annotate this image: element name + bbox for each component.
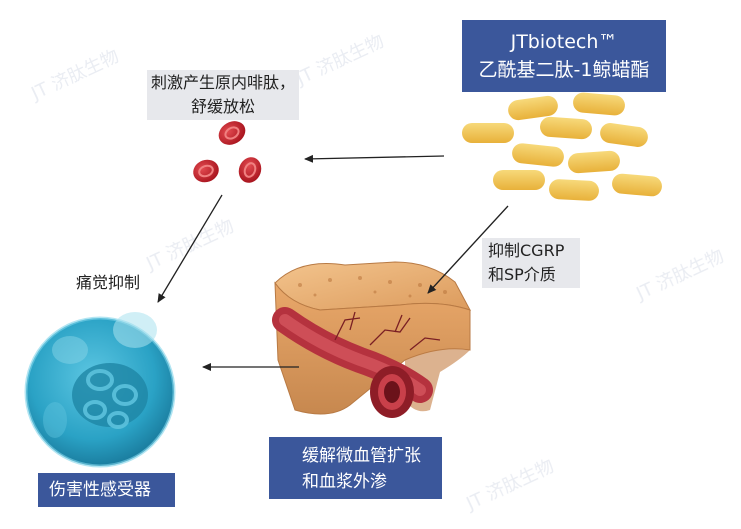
stimulate-line-1: 刺激产生原内啡肽， xyxy=(150,73,295,92)
product-title-box: JTbiotech™ 乙酰基二肽-1鲸蜡酯 xyxy=(462,20,666,92)
capsules-icon xyxy=(462,92,662,201)
relieve-line-2: 和血浆外渗 xyxy=(302,472,387,492)
watermark-4: JT 济肽生物 xyxy=(632,246,727,305)
watermark-5: JT 济肽生物 xyxy=(462,456,557,515)
inhibit-line-2: 和SP介质 xyxy=(488,265,556,284)
inhibit-label: 抑制CGRP 和SP介质 xyxy=(482,238,580,288)
arrow-product-to-blobs xyxy=(304,154,445,163)
red-blood-cells-icon xyxy=(193,121,262,183)
skin-tissue-icon xyxy=(272,261,472,418)
product-ingredient: 乙酰基二肽-1鲸蜡酯 xyxy=(478,59,650,81)
nociceptor-cell-icon xyxy=(24,312,176,468)
inhibit-line-1: 抑制CGRP xyxy=(488,241,565,260)
pain-suppress-label: 痛觉抑制 xyxy=(76,273,141,292)
arrow-product-to-tissue xyxy=(427,205,509,294)
watermark-2: JT 济肽生物 xyxy=(292,31,387,90)
stimulate-label: 刺激产生原内啡肽， 舒缓放松 xyxy=(147,70,299,120)
relieve-label: 缓解微血管扩张 和血浆外渗 xyxy=(269,437,442,499)
watermark-1: JT 济肽生物 xyxy=(27,46,122,105)
arrow-blobs-to-cell xyxy=(157,194,223,303)
product-brand: JTbiotech™ xyxy=(510,31,618,53)
stimulate-line-2: 舒缓放松 xyxy=(190,97,255,116)
watermark-3: JT 济肽生物 xyxy=(142,216,237,275)
relieve-line-1: 缓解微血管扩张 xyxy=(302,446,421,466)
receptor-label: 伤害性感受器 xyxy=(38,473,175,507)
